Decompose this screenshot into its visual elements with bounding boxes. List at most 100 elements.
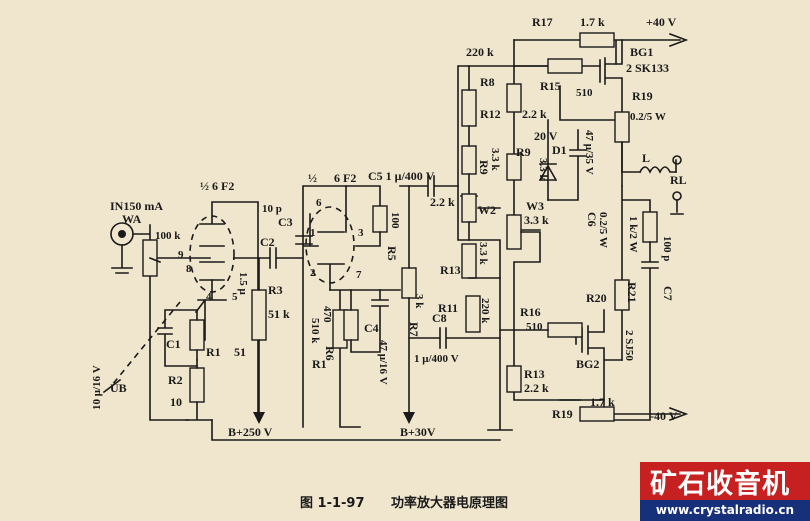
label-w3: W3: [526, 199, 544, 213]
label-r3: R3: [268, 283, 283, 297]
label-r13-left: R13: [440, 263, 461, 277]
label-r19-topv: 0.2/5 W: [630, 111, 666, 123]
output-terminal: [672, 155, 682, 165]
label-c6: C6: [585, 212, 599, 227]
label-c3: C3: [278, 215, 293, 229]
label-r22k-r: 2.2 k: [522, 107, 547, 121]
label-d1: D1: [552, 143, 567, 157]
label-r17: R17: [532, 15, 553, 29]
resistor-r9-left: [461, 243, 477, 279]
label-r19v: 1.7 k: [590, 395, 615, 409]
label-l: L: [642, 151, 650, 165]
label-r15v: 510: [576, 87, 593, 99]
label-c7v: 100 p: [661, 236, 673, 261]
label-r9: R9: [516, 145, 531, 159]
label-r16v: 510: [526, 321, 543, 333]
label-b30: B+30V: [400, 425, 436, 439]
potentiometer-w2: [461, 193, 477, 223]
label-r100: 100: [389, 212, 401, 229]
label-r33k-left: 3.3 k: [489, 148, 501, 172]
resistor-r13: [506, 365, 522, 393]
resistor-r100: [372, 205, 388, 233]
resistor-r20: [614, 279, 630, 311]
label-pin4: 4: [206, 291, 212, 303]
label-c6v: 0.2/5 W: [597, 212, 609, 248]
label-r2v: 10: [170, 395, 182, 409]
label-v-pos: +40 V: [646, 15, 677, 29]
label-r220k: 220 k: [466, 45, 494, 59]
label-pin8: 8: [186, 263, 192, 275]
potentiometer-w3: [506, 214, 522, 250]
label-pin2: 2: [310, 267, 316, 279]
label-r6v: 470: [321, 306, 333, 323]
label-v-neg: -40 V: [650, 409, 678, 423]
wiring: [102, 32, 689, 441]
label-v20: 20 V: [534, 129, 558, 143]
label-c8v: 1 μ/400 V: [414, 353, 459, 365]
resistor-r9: [506, 153, 522, 181]
label-bg2v: 2 SJ50: [623, 330, 635, 361]
label-bg1: BG1: [630, 45, 653, 59]
label-r5: R5: [385, 246, 399, 261]
figure-title: 功率放大器电原理图: [391, 496, 509, 511]
resistor-r6: [343, 309, 359, 341]
label-w2: W2: [478, 203, 496, 217]
label-r19-top: R19: [632, 89, 653, 103]
label-r3v: 51 k: [268, 307, 290, 321]
label-c8: C8: [432, 311, 447, 325]
label-tube2-b: 6 F2: [334, 171, 356, 185]
label-w3v: 3.3 k: [524, 213, 549, 227]
label-r7v: 3 k: [413, 294, 425, 309]
label-meter: IN150 mA: [110, 199, 163, 213]
label-c1: C1: [166, 337, 181, 351]
label-pin1: 1: [310, 227, 316, 239]
label-r33k-b: 3.3 k: [477, 242, 489, 266]
label-r21: R21: [625, 282, 639, 303]
label-r9-left: R9: [477, 160, 491, 175]
label-c2v: 1.5 μ: [237, 272, 249, 296]
label-r1v: 51: [234, 345, 246, 359]
ground-terminal: [672, 191, 682, 201]
label-r16: R16: [520, 305, 541, 319]
label-c47u: 47 μ/35 V: [583, 130, 595, 175]
label-r11: R11: [438, 301, 458, 315]
resistor-r21: [642, 211, 658, 243]
label-r19: R19: [552, 407, 573, 421]
label-tube2-a: ½: [308, 171, 317, 185]
resistor-r2: [189, 367, 205, 403]
label-wa: WA: [122, 212, 142, 226]
figure-number: 图 1-1-97: [300, 496, 365, 511]
resistor-r16: [547, 322, 583, 338]
label-c4v: 47 μ/16 V: [377, 340, 389, 385]
resistor-r12: [461, 145, 477, 175]
component-labels: IN150 mA WA 100 k ½ 6 F2 9 8 4 5 10 p C3…: [91, 15, 687, 439]
label-pin3: 3: [358, 227, 364, 239]
label-bg2: BG2: [576, 357, 599, 371]
label-pin7: 7: [356, 269, 362, 281]
resistor-r15: [547, 58, 583, 74]
label-r13v: 2.2 k: [524, 381, 549, 395]
label-r8: R8: [480, 75, 495, 89]
label-r220k-b: 220 k: [479, 298, 491, 324]
label-c4: C4: [364, 321, 379, 335]
resistor-r22k-right: [506, 83, 522, 113]
resistor-r19: [579, 406, 615, 422]
label-rl: RL: [670, 173, 687, 187]
label-r-100k: 100 k: [155, 230, 181, 242]
watermark-name: 矿石收音机: [650, 469, 790, 500]
watermark-url[interactable]: www.crystalradio.cn: [640, 500, 810, 521]
resistor-r19-top: [614, 111, 630, 143]
label-r20: R20: [586, 291, 607, 305]
label-bg1v: 2 SK133: [626, 61, 669, 75]
label-r6: R6: [323, 346, 337, 361]
label-r13: R13: [524, 367, 545, 381]
label-r12: R12: [480, 107, 501, 121]
input-jack-center: [118, 230, 126, 238]
label-b250: B+250 V: [228, 425, 273, 439]
label-pin6: 6: [316, 197, 322, 209]
label-tube1: ½ 6 F2: [200, 179, 234, 193]
resistor-r1: [189, 319, 205, 351]
label-r15: R15: [540, 79, 561, 93]
resistor-r11: [465, 295, 481, 333]
